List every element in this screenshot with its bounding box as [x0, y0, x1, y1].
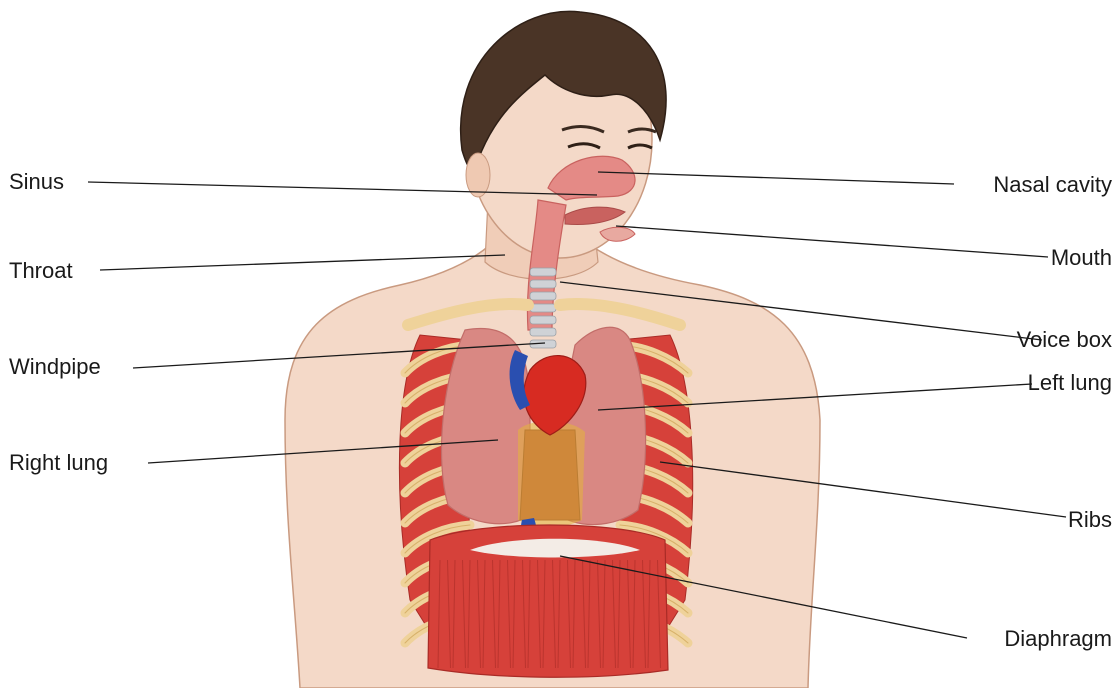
- ear: [466, 153, 490, 197]
- label-voice-box: Voice box: [1017, 329, 1112, 351]
- fat-tissue: [518, 421, 585, 527]
- label-right-lung: Right lung: [9, 452, 108, 474]
- label-mouth: Mouth: [1051, 247, 1112, 269]
- leader-mouth: [616, 226, 1048, 257]
- leader-throat: [100, 255, 505, 270]
- label-nasal-cavity: Nasal cavity: [993, 174, 1112, 196]
- leader-nasal-cavity: [598, 172, 954, 184]
- label-windpipe: Windpipe: [9, 356, 101, 378]
- label-throat: Throat: [9, 260, 73, 282]
- label-left-lung: Left lung: [1028, 372, 1112, 394]
- windpipe-rings: [530, 268, 556, 348]
- label-ribs: Ribs: [1068, 509, 1112, 531]
- label-diaphragm: Diaphragm: [1004, 628, 1112, 650]
- label-sinus: Sinus: [9, 171, 64, 193]
